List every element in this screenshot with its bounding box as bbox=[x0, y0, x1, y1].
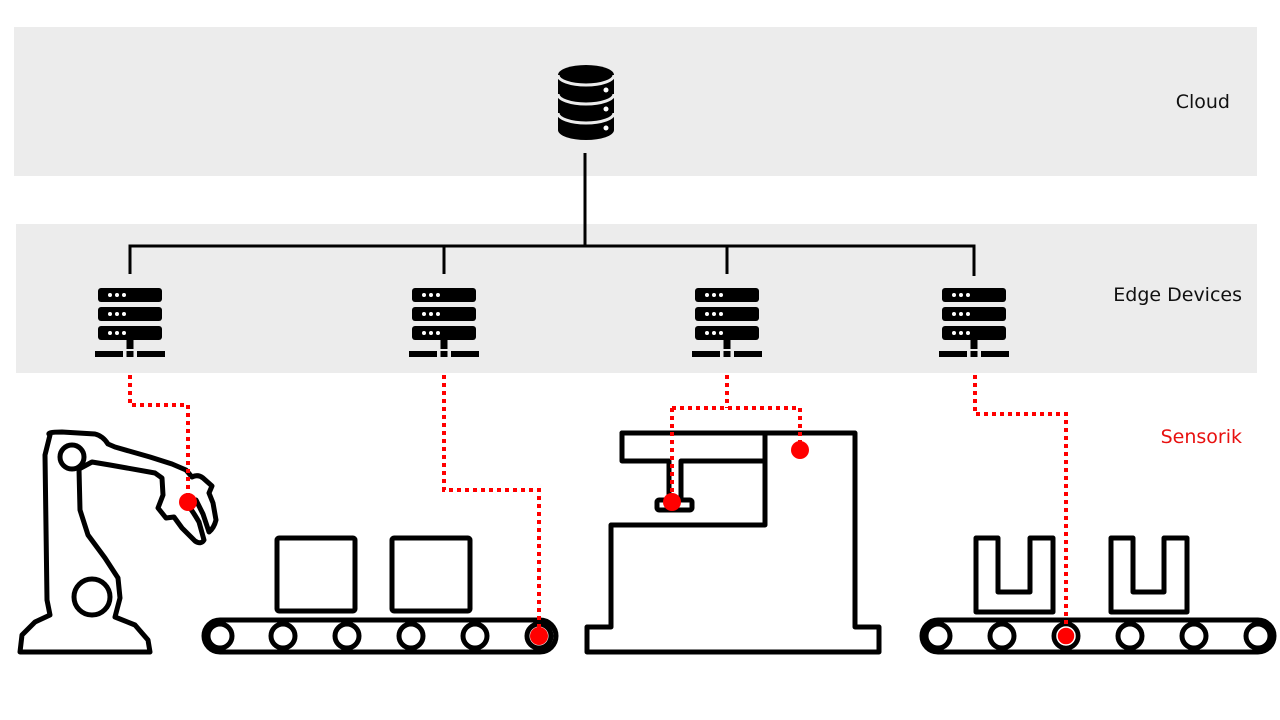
cloud-layer-band bbox=[14, 27, 1257, 176]
conveyor-boxes-icon bbox=[201, 535, 559, 655]
edge-layer-label: Edge Devices bbox=[1113, 284, 1242, 306]
press-machine-icon bbox=[584, 430, 882, 655]
edge-server-icon-2 bbox=[409, 288, 479, 357]
conveyor-u-parts-icon bbox=[919, 535, 1277, 655]
sensor-line-conveyor-boxes bbox=[442, 375, 541, 632]
edge-server-icon-1 bbox=[95, 288, 165, 357]
sensor-line-press-a bbox=[672, 406, 802, 446]
sensor-dot-press-tool bbox=[663, 493, 681, 511]
sensor-line-conveyor-u bbox=[973, 375, 1068, 632]
edge-server-icon-3 bbox=[692, 288, 762, 357]
database-icon bbox=[556, 65, 616, 140]
edge-server-icon-4 bbox=[939, 288, 1009, 357]
sensor-connection-lines bbox=[128, 375, 1068, 632]
network-connection-lines bbox=[128, 153, 976, 276]
robot-arm-icon bbox=[17, 429, 219, 655]
cloud-layer-label: Cloud bbox=[1175, 91, 1230, 113]
sensor-dot-press-frame bbox=[791, 441, 809, 459]
sensor-dot-robot bbox=[179, 493, 197, 511]
edge-layer-band bbox=[16, 224, 1257, 373]
sensor-dot-conveyor-u bbox=[1056, 626, 1076, 646]
sensor-dot-conveyor-boxes bbox=[530, 627, 548, 645]
sensor-layer-label: Sensorik bbox=[1160, 426, 1242, 448]
sensor-line-robot bbox=[128, 375, 190, 498]
